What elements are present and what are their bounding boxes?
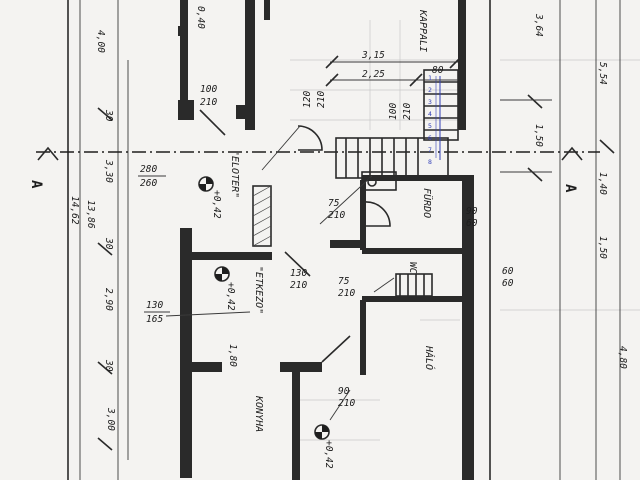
stair-step-8: 8 xyxy=(428,158,432,166)
dim-130b: 130 xyxy=(146,300,163,311)
dim-14-62: 14,62 xyxy=(69,196,80,225)
dim-1-50: 1,50 xyxy=(533,124,544,147)
dim-2-25: 2,25 xyxy=(362,69,385,80)
dim-2-90: 2,90 xyxy=(103,288,114,311)
dim-30b: 30 xyxy=(103,237,114,250)
background-grid xyxy=(290,20,640,441)
room-label-halo: HÁLÓ xyxy=(423,345,436,370)
section-axis-a xyxy=(36,146,600,161)
stair-step-7: 7 xyxy=(428,146,432,154)
section-marker-left: A xyxy=(28,180,44,189)
dim-260: 260 xyxy=(140,178,157,189)
elevation-marker-4 xyxy=(367,177,377,187)
left-dimension-ticks xyxy=(97,107,113,451)
dim-4-00: 4,00 xyxy=(95,30,106,53)
dim-120: 120 xyxy=(302,91,313,108)
dim-3-64: 3,64 xyxy=(533,13,544,37)
dim-1-40: 1,40 xyxy=(597,172,608,195)
dim-3-00: 3,00 xyxy=(105,407,116,431)
room-label-etkezo: "ETKEZO" xyxy=(253,266,264,314)
dim-210a: 210 xyxy=(200,97,217,108)
dim-75a: 75 xyxy=(328,198,340,209)
dim-13-86: 13,86 xyxy=(85,200,96,229)
stair-step-2: 2 xyxy=(428,86,432,94)
elevation-marker-1 xyxy=(198,176,214,192)
dim-210g: 210 xyxy=(338,398,355,409)
dim-4-80: 4,80 xyxy=(617,346,628,369)
dim-1-50b: 1,50 xyxy=(597,236,608,259)
dim-90b: 90 xyxy=(338,386,350,397)
dim-042c: +0,42 xyxy=(323,440,334,469)
dim-165: 165 xyxy=(146,314,163,325)
dim-280: 280 xyxy=(140,164,157,175)
room-label-eloter: "ELOTER" xyxy=(229,150,240,198)
dim-60a: 60 xyxy=(466,218,478,229)
dim-100b: 100 xyxy=(388,103,399,120)
room-label-furdo: FÜRDO xyxy=(421,188,434,218)
dim-180: 1,80 xyxy=(227,344,238,367)
dim-80: 80 xyxy=(432,65,444,76)
dim-60b: 60 xyxy=(502,266,514,277)
dim-3-15: 3,15 xyxy=(361,50,385,61)
dim-210c: 210 xyxy=(402,103,413,120)
leader-lines xyxy=(165,125,395,421)
dim-210f: 210 xyxy=(338,288,355,299)
dim-3-30: 3,30 xyxy=(103,159,114,183)
door-swings xyxy=(199,109,391,363)
stair-step-6: 6 xyxy=(428,134,432,142)
room-label-wc: WC xyxy=(407,262,418,274)
staircase xyxy=(335,69,459,191)
room-label-kappali: KAPPALI xyxy=(417,9,428,52)
stair-step-3: 3 xyxy=(428,98,432,106)
stair-step-4: 4 xyxy=(428,110,432,118)
dim-0-40: 0,40 xyxy=(195,6,206,29)
dim-210d: 210 xyxy=(328,210,345,221)
dim-130: 130 xyxy=(290,268,307,279)
right-border-lines xyxy=(489,0,621,480)
section-marker-right: A xyxy=(562,184,578,193)
dim-210e: 210 xyxy=(290,280,307,291)
dim-042a: +0,42 xyxy=(211,190,222,219)
dim-90a: 90 xyxy=(466,206,478,217)
dim-5-54: 5,54 xyxy=(597,62,608,85)
dim-210b: 210 xyxy=(316,91,327,108)
elevation-marker-2 xyxy=(214,266,230,282)
stair-step-1: 1 xyxy=(428,74,432,82)
stair-step-5: 5 xyxy=(428,122,432,130)
left-border-lines xyxy=(67,0,129,480)
dim-30c: 30 xyxy=(103,359,114,372)
wc-stair xyxy=(395,273,433,297)
dim-100: 100 xyxy=(200,84,217,95)
elevation-marker-3 xyxy=(314,424,330,440)
dim-60c: 60 xyxy=(502,278,514,289)
dim-30a: 30 xyxy=(103,109,114,122)
room-label-konyha: KONYHA xyxy=(253,395,264,432)
dim-042b: +0,42 xyxy=(225,282,236,311)
walls xyxy=(178,0,474,480)
hatched-column xyxy=(252,185,272,247)
top-dimension-lines xyxy=(325,55,552,173)
dim-75b: 75 xyxy=(338,276,350,287)
